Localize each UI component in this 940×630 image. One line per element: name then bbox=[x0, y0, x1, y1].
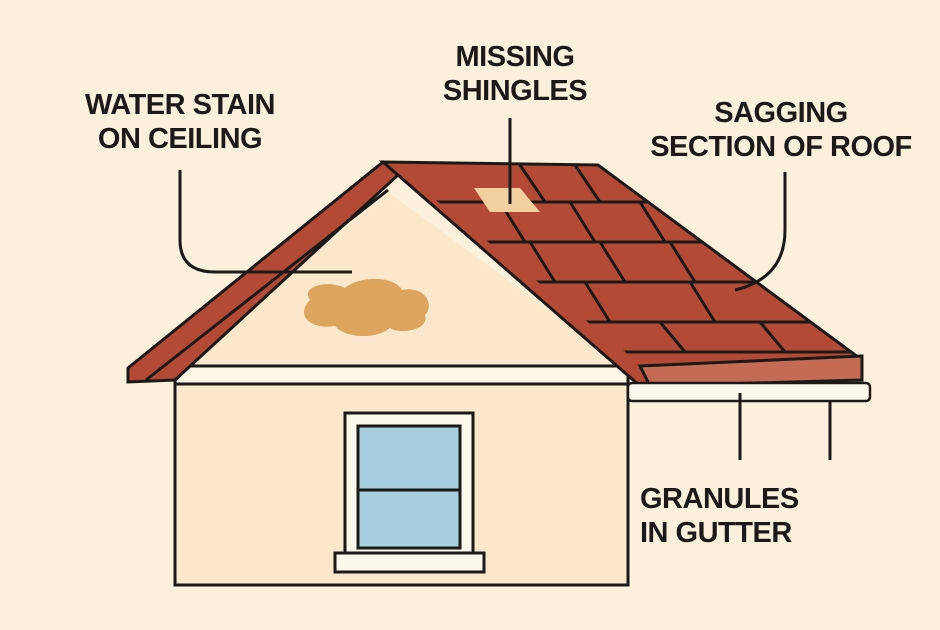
wall-trim bbox=[173, 364, 630, 386]
label-line: GRANULES bbox=[640, 483, 799, 515]
leader-sagging bbox=[734, 172, 787, 292]
label-missing-shingles: MISSING SHINGLES bbox=[420, 40, 610, 108]
leader-water-stain bbox=[178, 170, 352, 274]
label-line: IN GUTTER bbox=[640, 517, 792, 549]
label-granules: GRANULES IN GUTTER bbox=[640, 482, 830, 550]
label-line: ON CEILING bbox=[97, 123, 263, 155]
label-line: WATER STAIN bbox=[85, 89, 275, 121]
gutter bbox=[626, 381, 872, 403]
window-glass bbox=[356, 424, 462, 550]
label-line: MISSING bbox=[455, 41, 575, 73]
label-water-stain: WATER STAIN ON CEILING bbox=[60, 88, 300, 156]
label-line: SECTION OF ROOF bbox=[650, 131, 912, 163]
fascia bbox=[637, 354, 864, 388]
missing-shingle-patch bbox=[474, 188, 540, 212]
label-line: SAGGING bbox=[714, 97, 848, 129]
label-line: SHINGLES bbox=[442, 75, 588, 107]
label-sagging-roof: SAGGING SECTION OF ROOF bbox=[636, 96, 926, 164]
window-sill bbox=[333, 551, 486, 574]
water-stain bbox=[304, 278, 429, 337]
gable bbox=[180, 192, 628, 368]
